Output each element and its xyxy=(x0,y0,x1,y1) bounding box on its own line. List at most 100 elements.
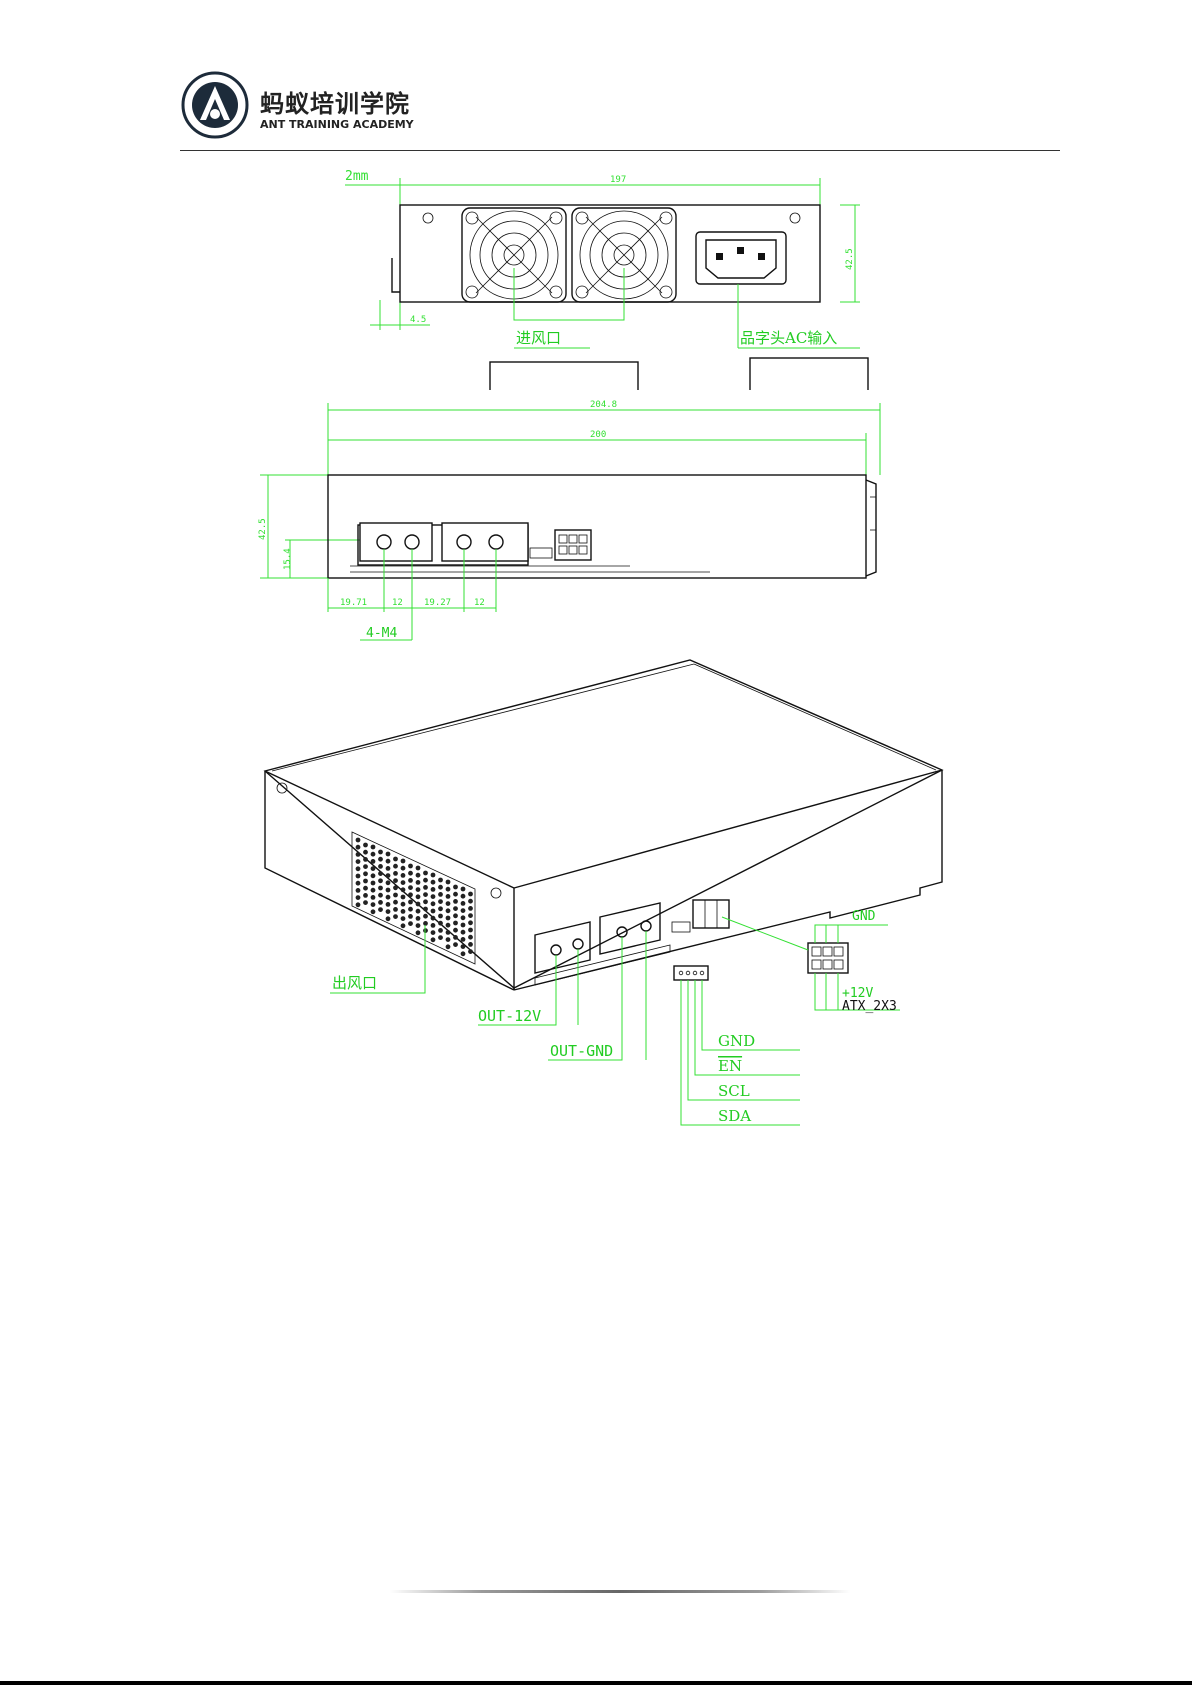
front-panel xyxy=(400,205,820,302)
dim-overall-204-8: 204.8 xyxy=(590,400,617,410)
iso-output-terminals xyxy=(535,903,670,985)
vent-hole xyxy=(461,937,466,942)
vent-hole xyxy=(378,893,383,898)
vent-hole xyxy=(438,935,443,940)
footer-rule xyxy=(390,1590,850,1593)
vent-hole xyxy=(446,944,451,949)
vent-hole xyxy=(461,915,466,920)
vent-hole xyxy=(363,900,368,905)
vent-hole xyxy=(401,909,406,914)
vent-hole xyxy=(461,901,466,906)
vent-hole xyxy=(408,885,413,890)
vent-hole xyxy=(453,906,458,911)
vent-hole xyxy=(371,902,376,907)
vent-hole xyxy=(461,944,466,949)
vent-hole xyxy=(393,900,398,905)
vent-hole xyxy=(461,887,466,892)
vent-hole xyxy=(416,873,421,878)
vent-hole xyxy=(416,902,421,907)
dim-d1: 19.71 xyxy=(340,598,367,608)
vent-hole xyxy=(468,942,473,947)
vent-hole xyxy=(453,913,458,918)
vent-hole xyxy=(356,874,361,879)
vent-hole xyxy=(386,880,391,885)
signal-connector-icon xyxy=(674,966,708,980)
label-sig-scl: SCL xyxy=(718,1082,750,1100)
vent-hole xyxy=(356,895,361,900)
vent-hole xyxy=(416,887,421,892)
vent-hole xyxy=(378,907,383,912)
vent-hole xyxy=(371,895,376,900)
brand-name-cn: 蚂蚁培训学院 xyxy=(260,84,410,119)
vent-hole xyxy=(423,885,428,890)
psu-isometric-body xyxy=(265,660,942,990)
vent-hole xyxy=(438,899,443,904)
vent-hole xyxy=(401,923,406,928)
dim-height-42-5: 42.5 xyxy=(845,248,855,270)
vent-hole xyxy=(453,928,458,933)
vent-hole xyxy=(431,887,436,892)
vent-hole xyxy=(468,906,473,911)
vent-hole xyxy=(431,880,436,885)
vent-hole xyxy=(461,923,466,928)
vent-hole xyxy=(468,928,473,933)
vent-hole xyxy=(363,843,368,848)
vent-hole xyxy=(408,871,413,876)
vent-hole xyxy=(416,894,421,899)
vent-hole xyxy=(431,894,436,899)
label-out-12v: OUT-12V xyxy=(478,1007,541,1025)
output-terminals xyxy=(350,523,710,572)
vent-hole xyxy=(386,888,391,893)
vent-hole xyxy=(386,852,391,857)
vent-hole xyxy=(431,909,436,914)
caption-box-2 xyxy=(750,358,868,390)
vent-hole xyxy=(468,899,473,904)
vent-hole xyxy=(386,902,391,907)
vent-hole xyxy=(423,907,428,912)
vent-hole xyxy=(408,907,413,912)
isometric-view-drawing: GND +12V ATX_2X3 GND EN SCL SDA OUT-12V … xyxy=(0,650,1192,1140)
vent-hole xyxy=(438,921,443,926)
vent-hole xyxy=(453,899,458,904)
vent-hole xyxy=(431,930,436,935)
vent-hole xyxy=(416,930,421,935)
exhaust-vent-grille xyxy=(352,832,475,964)
vent-hole xyxy=(446,880,451,885)
vent-hole xyxy=(386,909,391,914)
vent-hole xyxy=(386,866,391,871)
vent-hole xyxy=(423,899,428,904)
header-divider xyxy=(180,150,1060,151)
vent-hole xyxy=(401,859,406,864)
vent-hole xyxy=(393,907,398,912)
vent-hole xyxy=(401,873,406,878)
vent-hole xyxy=(378,886,383,891)
vent-hole xyxy=(401,866,406,871)
label-sig-gnd: GND xyxy=(718,1032,755,1050)
label-atx-name: ATX_2X3 xyxy=(842,999,897,1014)
vent-hole xyxy=(371,881,376,886)
vent-hole xyxy=(356,859,361,864)
vent-hole xyxy=(416,923,421,928)
vent-hole xyxy=(423,878,428,883)
vent-hole xyxy=(401,902,406,907)
vent-hole xyxy=(401,880,406,885)
vent-hole xyxy=(446,901,451,906)
dim-terminal-height: 15.4 xyxy=(283,548,293,570)
panel-screws xyxy=(423,213,800,223)
vent-hole xyxy=(386,895,391,900)
vent-hole xyxy=(356,888,361,893)
vent-hole xyxy=(461,894,466,899)
vent-hole xyxy=(416,880,421,885)
vent-hole xyxy=(408,878,413,883)
vent-hole xyxy=(423,871,428,876)
vent-hole xyxy=(453,892,458,897)
vent-hole xyxy=(371,866,376,871)
vent-hole xyxy=(401,895,406,900)
vent-hole xyxy=(386,859,391,864)
vent-hole xyxy=(438,928,443,933)
vent-hole xyxy=(378,871,383,876)
vent-hole xyxy=(356,902,361,907)
vent-hole xyxy=(468,892,473,897)
vent-hole xyxy=(408,914,413,919)
vent-hole xyxy=(393,893,398,898)
